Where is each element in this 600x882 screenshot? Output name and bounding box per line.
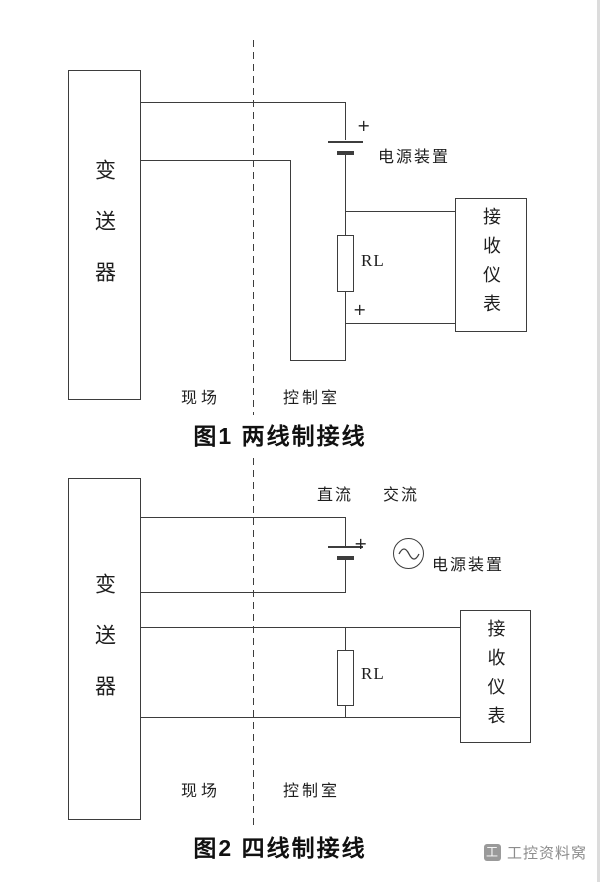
fig1-power-supply-label: 电源装置 xyxy=(378,149,451,166)
fig2-receiver-label: 接收仪表 xyxy=(485,618,506,735)
fig2-wire-load-bottom-vertical xyxy=(345,706,346,718)
fig1-receiver-plus-sign: + xyxy=(353,300,367,319)
fig1-receiver-box: 接收仪表 xyxy=(455,198,527,332)
watermark-logo-icon: 工 xyxy=(483,844,501,861)
sine-wave-icon xyxy=(397,547,420,560)
fig2-title: 图2 四线制接线 xyxy=(193,835,367,861)
fig2-dc-label: 直流 xyxy=(317,487,354,504)
fig1-control-room-label: 控制室 xyxy=(283,390,341,407)
fig2-battery-positive-plate xyxy=(328,546,363,548)
fig2-battery-negative-plate xyxy=(337,556,354,560)
fig1-load-resistor xyxy=(337,235,354,292)
fig2-wire-power-top-horizontal xyxy=(141,517,346,518)
fig2-transmitter-box: 变送器 xyxy=(68,478,141,820)
fig2-field-label: 现场 xyxy=(181,783,222,800)
fig1-wire-return-horizontal xyxy=(141,160,291,161)
fig2-wire-signal-bottom-horizontal xyxy=(141,717,460,718)
fig1-wire-return-vertical xyxy=(290,160,291,361)
fig1-title: 图1 两线制接线 xyxy=(193,423,367,449)
watermark-text: 工控资料窝 xyxy=(506,845,587,862)
fig2-receiver-box: 接收仪表 xyxy=(460,610,531,743)
watermark: 工 工控资料窝 xyxy=(483,842,587,863)
fig1-receiver-label: 接收仪表 xyxy=(481,207,501,323)
fig1-transmitter-label: 变送器 xyxy=(92,158,117,312)
fig1-wire-top-horizontal xyxy=(141,102,346,103)
fig2-load-resistor xyxy=(337,650,354,706)
fig2-battery-plus-sign: + xyxy=(354,534,368,553)
fig2-field-control-divider xyxy=(253,458,254,826)
fig1-wire-to-battery-vertical xyxy=(345,102,346,140)
fig1-wire-to-receiver-top xyxy=(345,211,455,212)
fig1-wire-battery-to-load-vertical xyxy=(345,155,346,235)
fig1-battery-negative-plate xyxy=(337,151,354,155)
fig2-control-room-label: 控制室 xyxy=(283,783,341,800)
fig1-load-label: RL xyxy=(361,251,385,270)
fig2-power-supply-label: 电源装置 xyxy=(432,557,505,574)
fig1-wire-to-receiver-bottom xyxy=(345,323,455,324)
fig2-wire-power-top-vertical xyxy=(345,517,346,546)
fig1-field-label: 现场 xyxy=(181,390,222,407)
fig2-ac-source-icon xyxy=(393,538,424,569)
fig2-wire-load-top-vertical xyxy=(345,627,346,650)
fig1-wire-load-bottom-vertical xyxy=(345,292,346,361)
fig1-transmitter-box: 变送器 xyxy=(68,70,141,400)
fig2-transmitter-label: 变送器 xyxy=(92,572,117,726)
fig1-battery-plus-sign: + xyxy=(357,116,371,135)
fig2-load-label: RL xyxy=(361,664,385,683)
fig1-battery-positive-plate xyxy=(328,141,363,143)
fig2-wire-power-bottom-vertical xyxy=(345,560,346,593)
fig1-field-control-divider xyxy=(253,40,254,415)
fig2-wire-power-bottom-horizontal xyxy=(141,592,346,593)
fig1-wire-bottom-horizontal xyxy=(290,360,346,361)
fig2-ac-label: 交流 xyxy=(383,487,420,504)
fig2-wire-signal-top-horizontal xyxy=(141,627,460,628)
